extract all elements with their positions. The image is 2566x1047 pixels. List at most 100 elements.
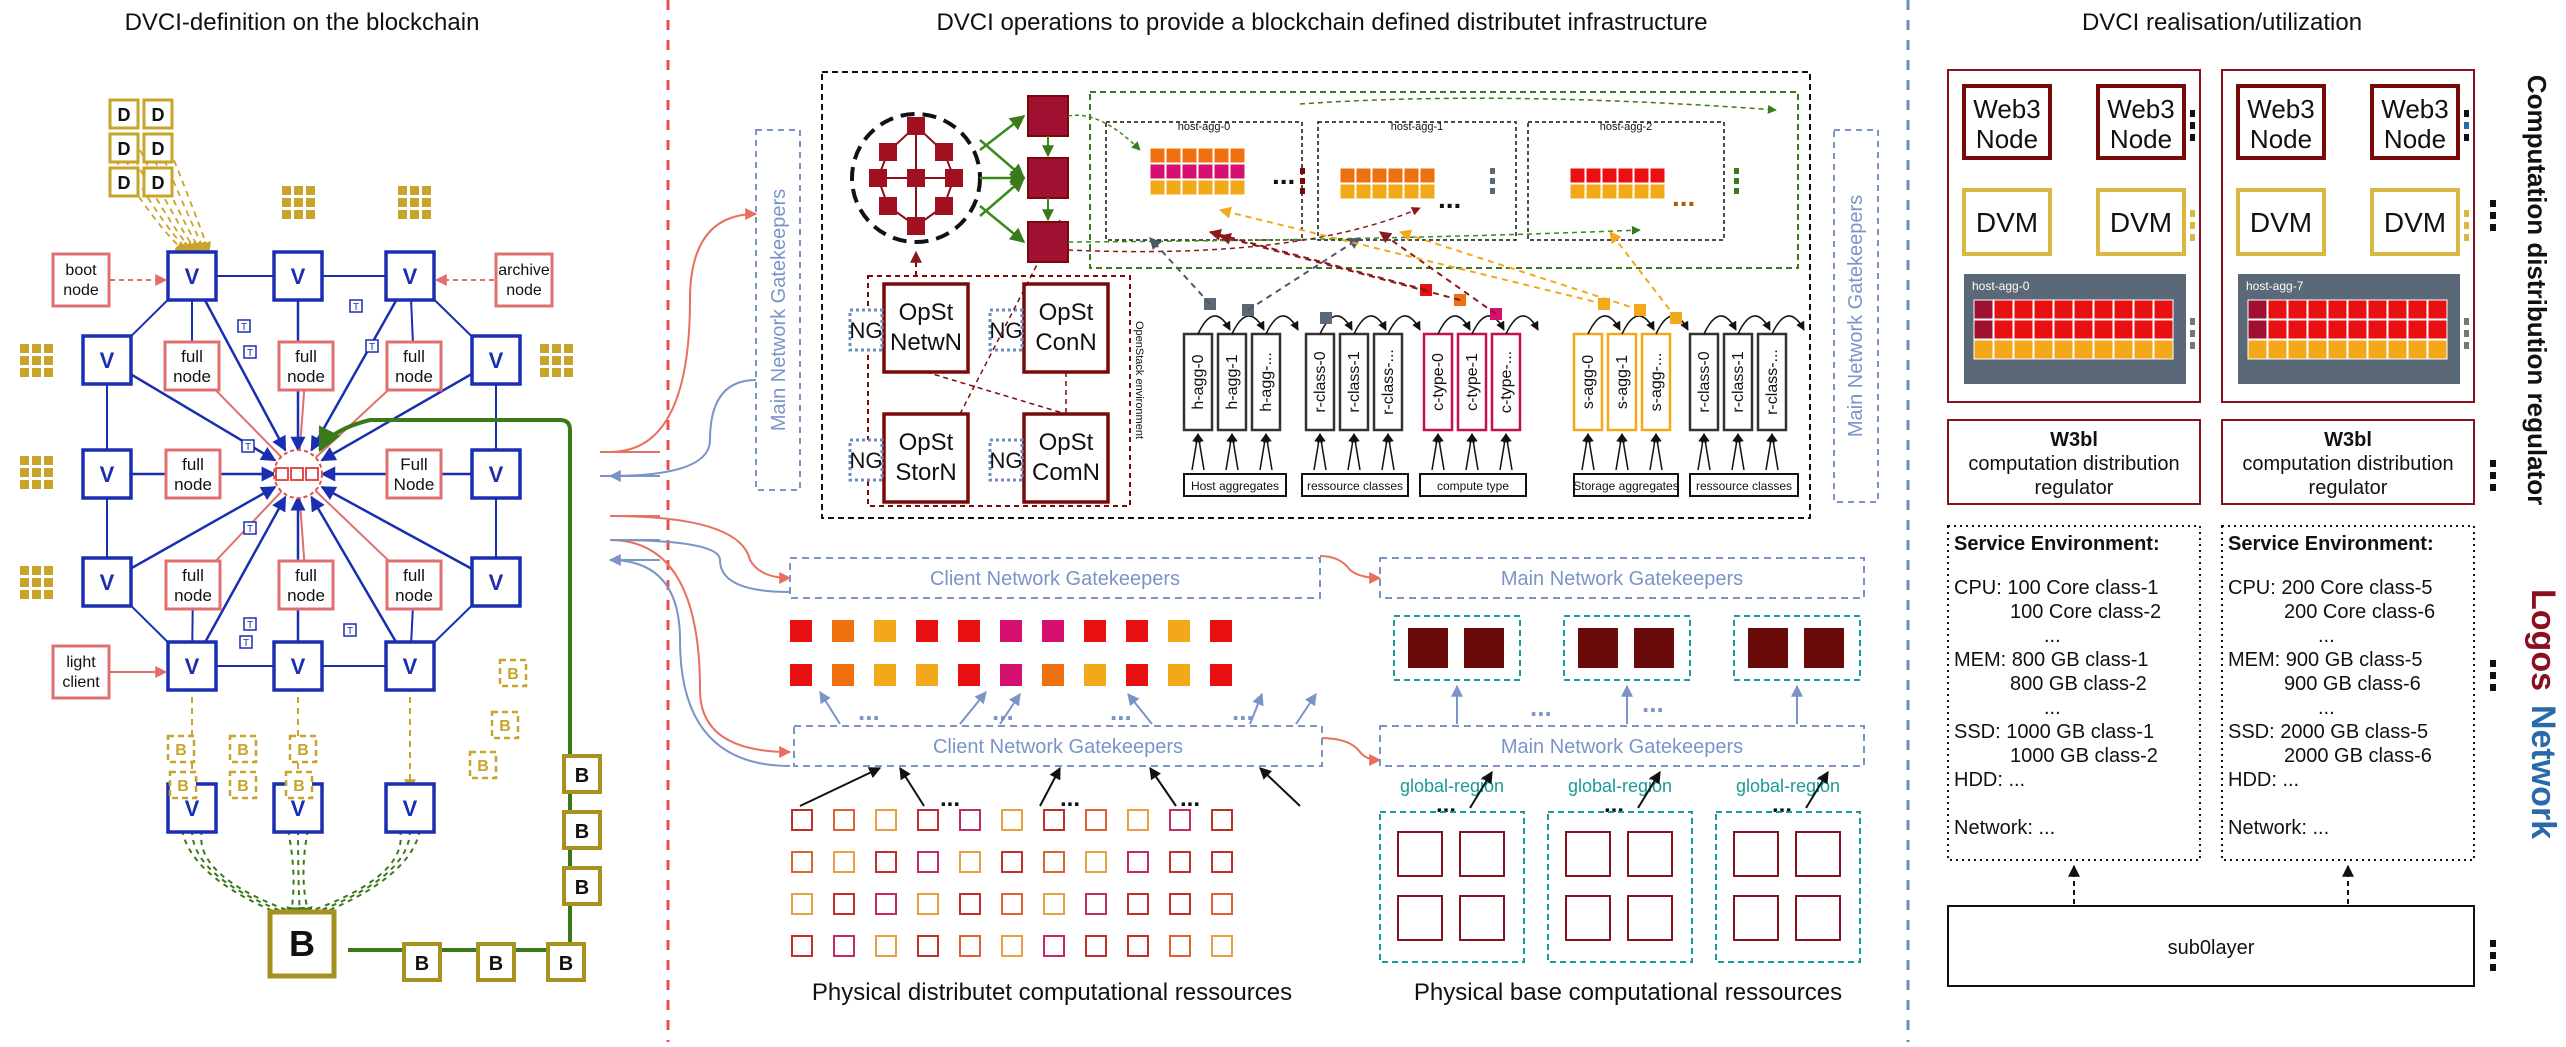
vertical-ellipsis	[2490, 460, 2496, 467]
w3bl-box	[1947, 419, 2201, 505]
service-env-line: CPU: 200 Core class-5	[2228, 577, 2433, 599]
host-agg-cell	[1371, 183, 1388, 200]
host-agg-cell	[1355, 183, 1372, 200]
host-agg-panel-cell	[2033, 299, 2054, 320]
chain-block	[402, 942, 442, 982]
host-agg-panel-cell	[2053, 339, 2074, 360]
cluster-node	[907, 217, 925, 235]
ng-box	[988, 308, 1024, 352]
validator-node	[166, 250, 218, 302]
distributed-resource-slot	[1127, 851, 1149, 873]
distributed-resource-slot	[1211, 851, 1233, 873]
full-node-label: node	[174, 586, 212, 605]
pending-block	[228, 734, 258, 764]
tx-badge-label: T	[347, 626, 353, 637]
tx-badge	[243, 345, 257, 359]
data-shard-grid	[398, 198, 407, 207]
region-up-arrow	[1805, 770, 1829, 809]
pending-block	[490, 710, 520, 740]
resource-column	[1490, 332, 1522, 432]
vertical-ellipsis	[2190, 210, 2195, 217]
service-env-line: HDD: ...	[1954, 769, 2025, 791]
validator-hub-link	[320, 358, 497, 462]
host-agg-cell	[1165, 147, 1182, 164]
vertical-ellipsis	[2464, 110, 2469, 117]
data-shard-grid	[20, 356, 29, 365]
special-node-label: node	[63, 282, 99, 299]
data-shard-grid	[32, 456, 41, 465]
resource-column-label: r-class-1	[1730, 351, 1747, 412]
full-node	[385, 340, 443, 392]
data-shard-grid	[282, 210, 291, 219]
controller-square	[1027, 95, 1069, 137]
distributed-resource	[874, 620, 896, 642]
right-section-title: DVCI realisation/utilization	[2082, 9, 2362, 36]
data-block	[142, 132, 174, 164]
data-shard-grid	[564, 356, 573, 365]
pending-block-label: B	[499, 718, 511, 735]
host-agg-panel-cell	[2287, 339, 2308, 360]
data-shard-grid	[20, 578, 29, 587]
resource-column	[1722, 332, 1754, 432]
chain-block-label: B	[575, 877, 589, 899]
column-arrow	[1350, 433, 1361, 471]
host-agg-label: host-agg-0	[1178, 121, 1231, 133]
full-node-label: full	[403, 347, 425, 366]
host-agg-cell	[1403, 183, 1420, 200]
host-agg-cell	[1181, 163, 1198, 180]
distributed-resource-slot	[1169, 935, 1191, 957]
data-shard-grid	[44, 566, 53, 575]
pending-block	[284, 770, 314, 800]
distributed-resource	[916, 664, 938, 686]
data-shard-grid	[32, 590, 41, 599]
distributed-resource-slot	[791, 851, 813, 873]
validator-label: V	[100, 570, 115, 595]
distributed-resource	[1084, 664, 1106, 686]
host-agg-panel-cell	[2307, 319, 2328, 340]
host-agg-panel-cell	[2327, 339, 2348, 360]
chain-hub-block	[305, 467, 319, 481]
tx-badge	[343, 623, 357, 637]
region-up-arrow	[1469, 770, 1493, 809]
validator-bigblock-link	[308, 829, 421, 920]
host-agg-panel-cell	[1993, 299, 2014, 320]
service-env-line: ...	[2044, 697, 2061, 719]
data-block-label: D	[152, 139, 165, 159]
data-shard-grid	[552, 356, 561, 365]
vertical-ellipsis	[2490, 672, 2496, 679]
special-node-label: node	[506, 282, 542, 299]
opst-node-sublabel: StorN	[895, 459, 956, 486]
resource-group-box	[1573, 473, 1679, 497]
vertical-ellipsis	[2490, 212, 2496, 219]
host-agg-panel-cell	[2153, 319, 2174, 340]
host-agg-panel-cell	[2287, 319, 2308, 340]
block-feedback-loop	[318, 418, 572, 952]
data-shard-grid	[32, 356, 41, 365]
distributed-resource-slot	[1001, 809, 1023, 831]
chain-block-label: B	[559, 953, 573, 975]
vertical-ellipsis	[2490, 200, 2496, 207]
distributed-resource	[832, 664, 854, 686]
tx-badge-label: T	[369, 342, 375, 353]
data-shard-grid	[32, 344, 41, 353]
host-agg-panel-cell	[2347, 299, 2368, 320]
data-shard-grid	[32, 468, 41, 477]
host-agg-cell	[1229, 179, 1246, 196]
tx-badge-label: T	[247, 620, 253, 631]
distributed-resource-slot	[791, 935, 813, 957]
resource-column-label: r-class-0	[1696, 351, 1713, 412]
data-block	[108, 132, 140, 164]
chain-block	[476, 942, 516, 982]
host-agg-panel-cell	[2387, 339, 2408, 360]
base-resource	[1578, 628, 1618, 668]
special-node-label: archive	[498, 262, 550, 279]
pending-block	[166, 734, 196, 764]
data-block-label: D	[152, 173, 165, 193]
curve-from-client-gk	[609, 539, 791, 593]
host-agg-panel-cell	[2073, 319, 2094, 340]
vertical-ellipsis	[2464, 330, 2469, 337]
pending-block-label: B	[297, 742, 309, 759]
opst-node-sublabel: ConN	[1035, 329, 1096, 356]
pending-block-label: B	[237, 742, 249, 759]
